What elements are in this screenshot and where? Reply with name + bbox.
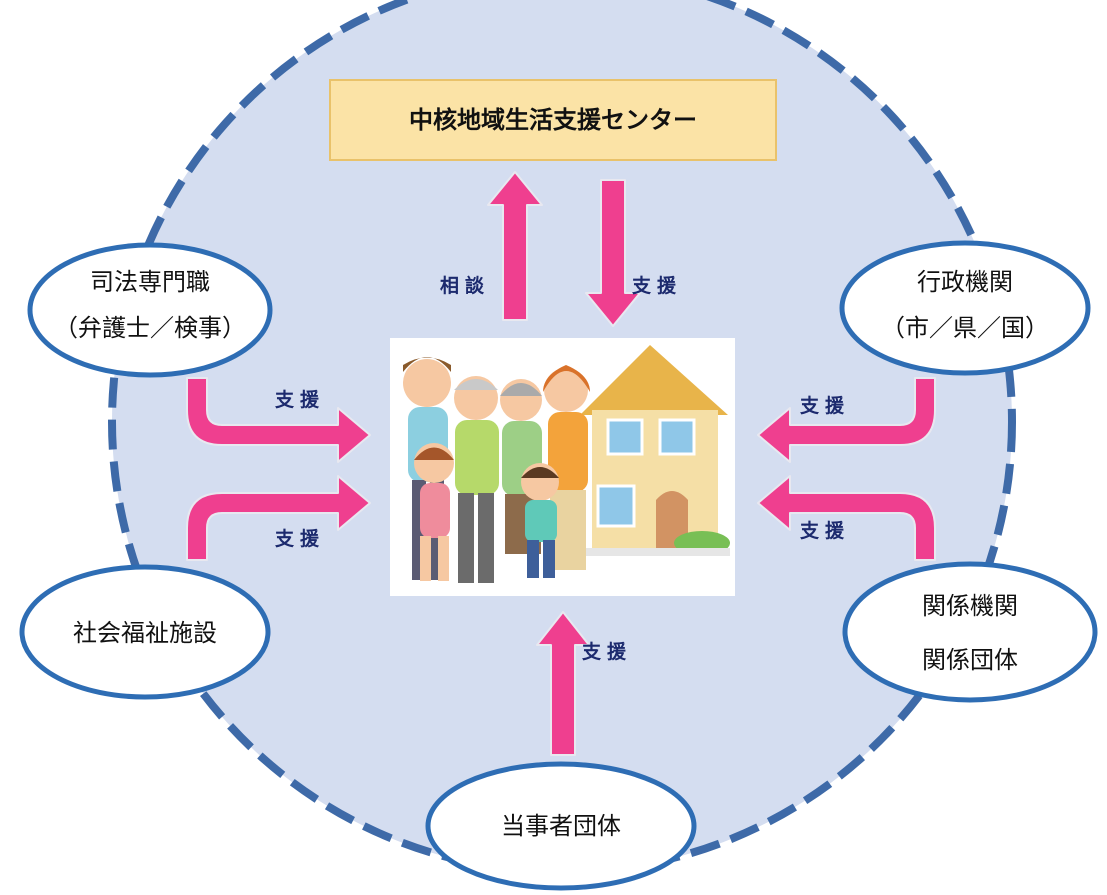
admin-line1: 行政機関: [917, 268, 1013, 296]
judicial-support-arrow: [186, 377, 371, 463]
support-welfare-label: 支援: [274, 527, 325, 550]
house-icon: [580, 345, 730, 556]
judicial-line1: 司法専門職: [90, 268, 210, 296]
related-node: 関係機関 関係団体: [842, 561, 1098, 703]
parties-node: 当事者団体: [425, 761, 697, 891]
support-parties-label: 支援: [581, 640, 632, 663]
related-line1: 関係機関: [922, 592, 1018, 620]
support-center-label: 支援: [631, 274, 682, 297]
related-support-arrow: [757, 475, 936, 561]
center-label: 中核地域生活支援センター: [409, 106, 697, 134]
support-judicial-label: 支援: [274, 388, 325, 411]
support-related-label: 支援: [799, 519, 850, 542]
judicial-node: 司法専門職 （弁護士／検事）: [27, 242, 273, 378]
admin-node: 行政機関 （市／県／国）: [839, 240, 1091, 376]
consult-arrow-up: [487, 171, 543, 321]
welfare-node: 社会福祉施設: [19, 564, 271, 700]
center-box: 中核地域生活支援センター: [329, 79, 777, 161]
admin-support-arrow: [757, 377, 936, 463]
parties-support-arrow: [536, 611, 590, 756]
judicial-line2: （弁護士／検事）: [54, 314, 246, 342]
family-members: [403, 357, 590, 583]
family-house-illustration: [390, 338, 735, 596]
parties-line1: 当事者団体: [501, 812, 621, 840]
admin-line2: （市／県／国）: [881, 314, 1049, 342]
support-admin-label: 支援: [799, 394, 850, 417]
welfare-support-arrow: [186, 475, 371, 561]
welfare-line1: 社会福祉施設: [73, 619, 217, 647]
support-arrow-down: [585, 179, 641, 327]
consult-label: 相談: [440, 274, 490, 297]
arrows: [186, 171, 936, 756]
related-line2: 関係団体: [922, 646, 1018, 674]
